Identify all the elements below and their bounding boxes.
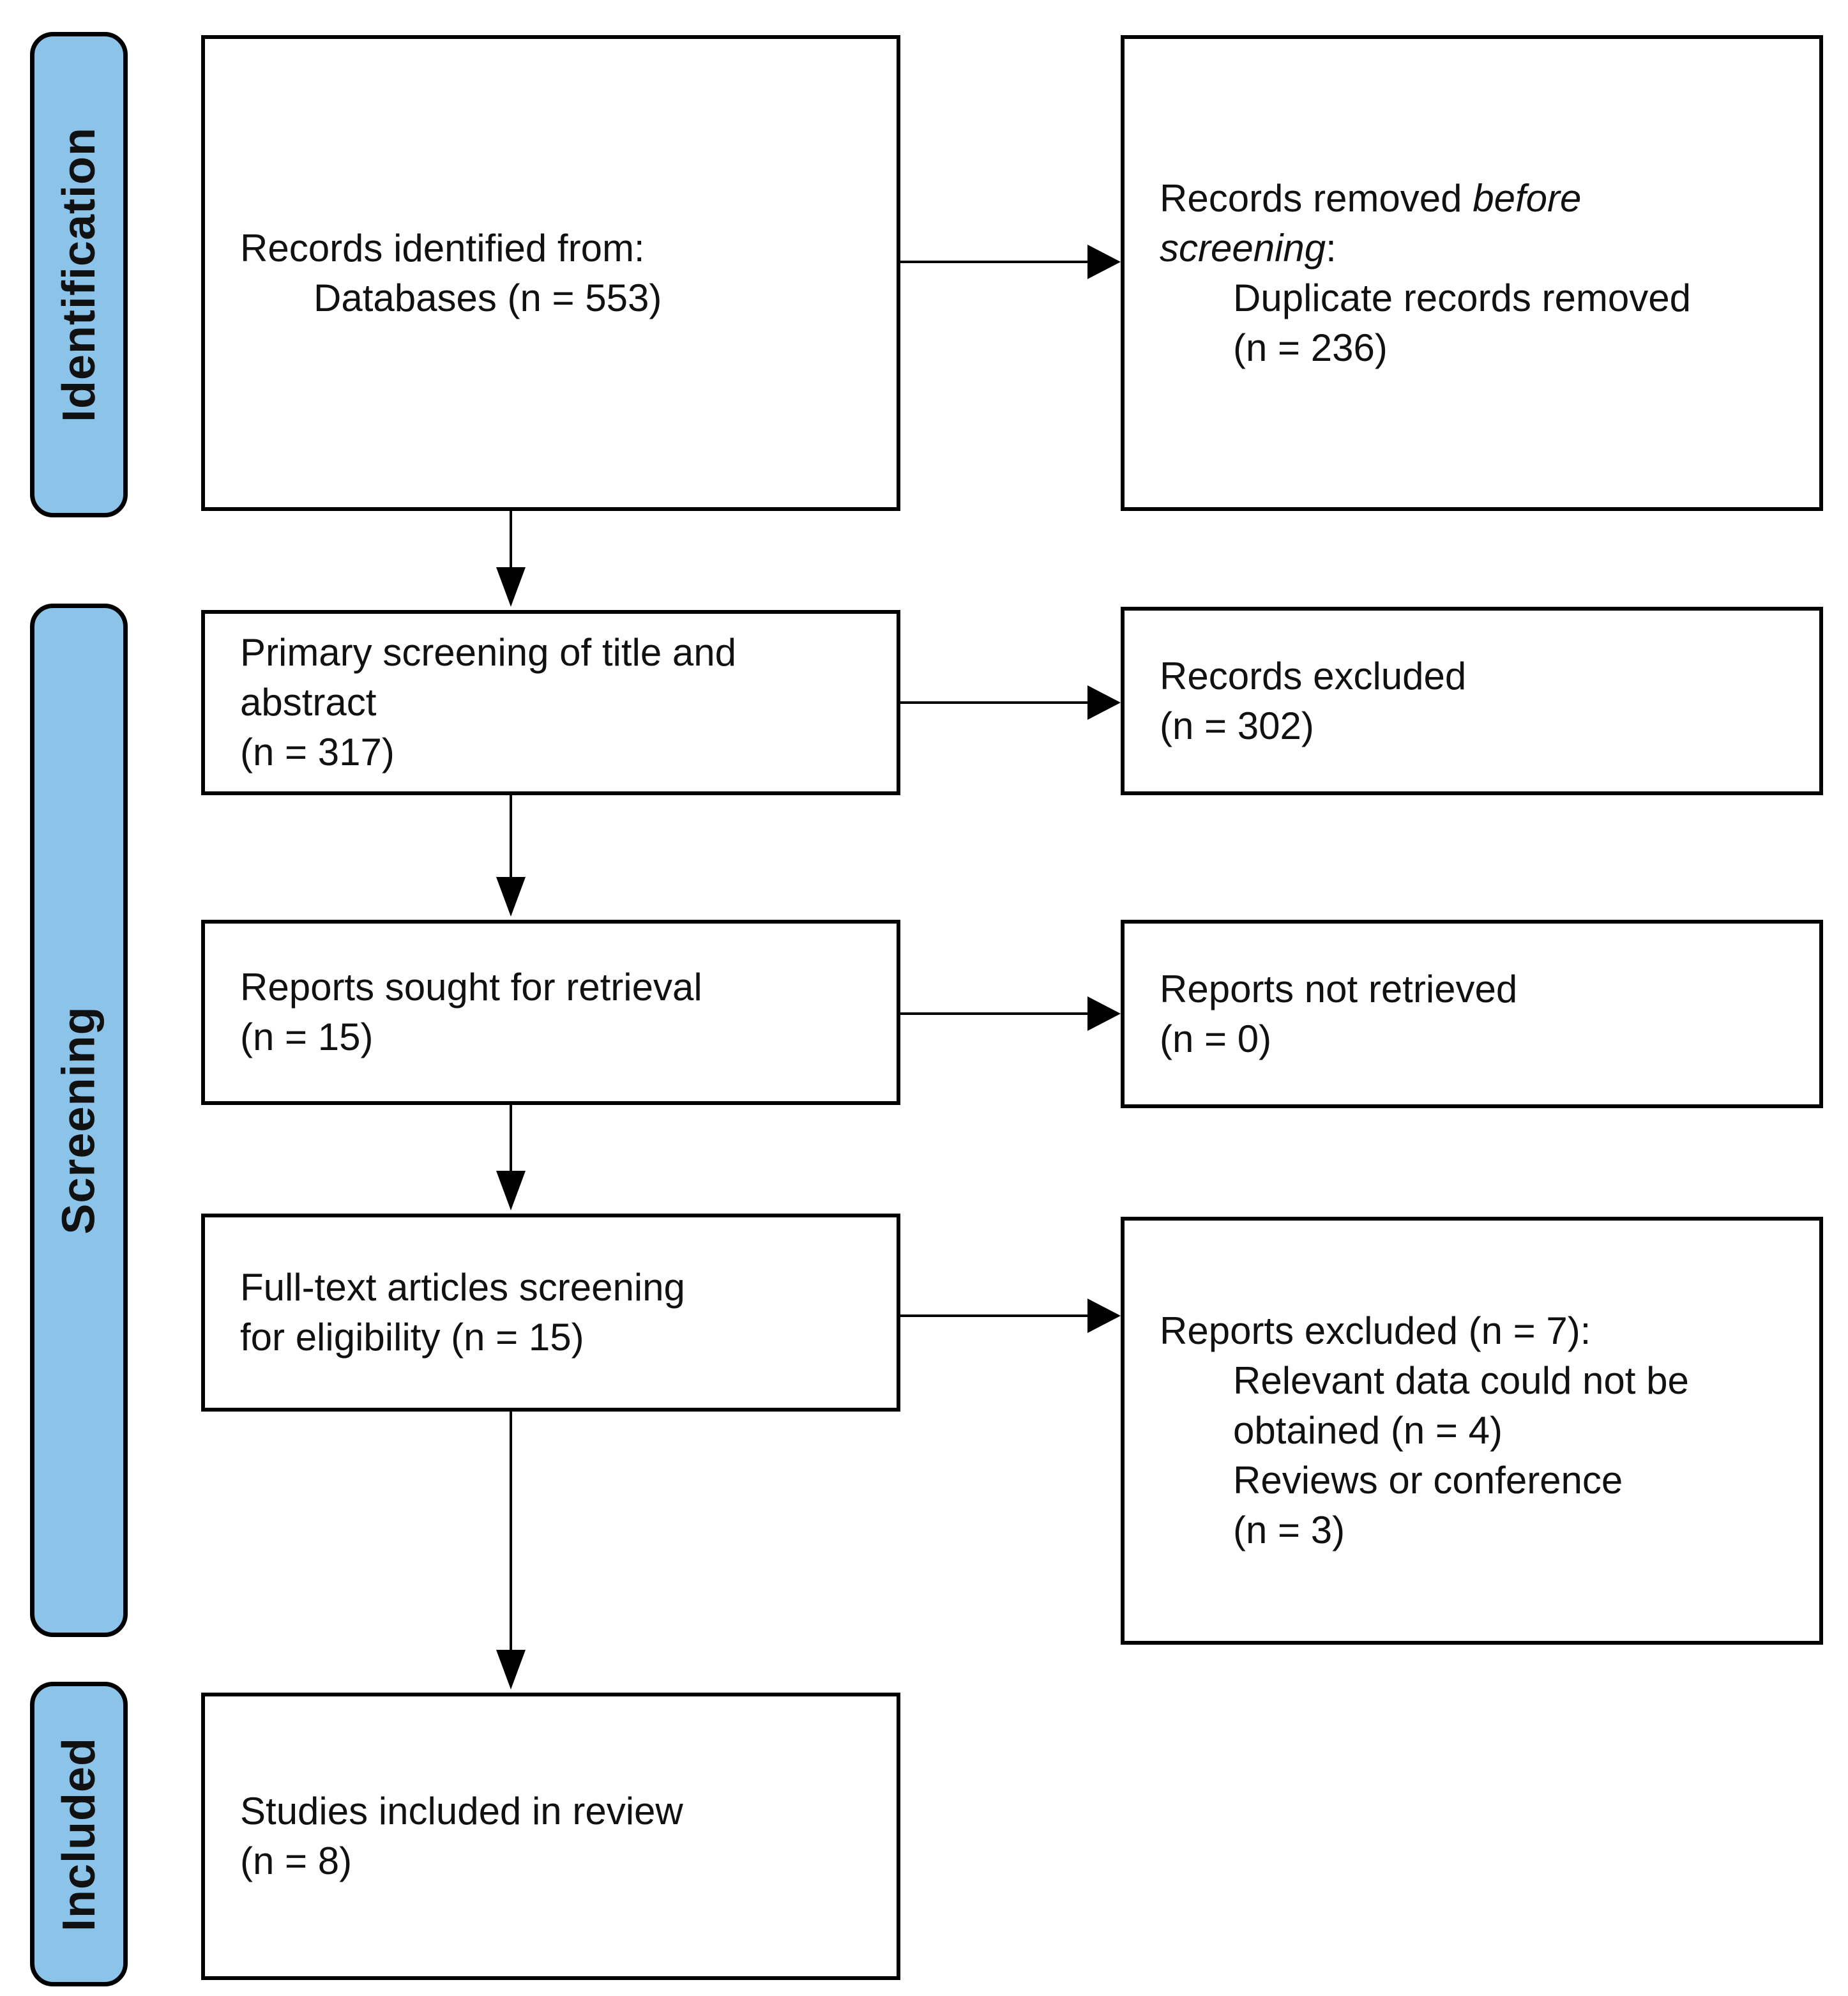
records-removed-line1-italic: before screening xyxy=(1160,176,1582,270)
reports-sought-line2: (n = 15) xyxy=(240,1016,374,1058)
reports-excluded-line2: Relevant data could not be xyxy=(1233,1359,1689,1402)
box-primary-screening: Primary screening of title and abstract … xyxy=(201,610,900,795)
records-identified-line1: Records identified from: xyxy=(240,226,645,270)
arrow-head-right-icon xyxy=(1087,245,1121,279)
arrow-head-down-icon xyxy=(496,567,526,607)
box-records-removed: Records removed before screening: Duplic… xyxy=(1121,35,1823,511)
reports-excluded-line4: Reviews or conference xyxy=(1233,1459,1623,1502)
stage-bar-identification: Identification xyxy=(30,32,128,517)
primary-screening-line2: abstract xyxy=(240,681,377,724)
records-removed-line2: Duplicate records removed xyxy=(1233,276,1691,319)
arrow-head-right-icon xyxy=(1087,685,1121,720)
reports-not-retrieved-line2: (n = 0) xyxy=(1160,1017,1272,1060)
stage-label-screening: Screening xyxy=(53,1006,105,1235)
arrow-line xyxy=(900,701,1087,704)
primary-screening-line1: Primary screening of title and xyxy=(240,631,737,674)
reports-excluded-line3: obtained (n = 4) xyxy=(1233,1409,1503,1452)
reports-not-retrieved-line1: Reports not retrieved xyxy=(1160,967,1518,1010)
reports-excluded-line1: Reports excluded (n = 7): xyxy=(1160,1309,1591,1352)
arrow-line xyxy=(510,1105,512,1173)
arrow-line xyxy=(510,1412,512,1652)
records-excluded-line2: (n = 302) xyxy=(1160,704,1314,747)
reports-excluded-line5: (n = 3) xyxy=(1233,1509,1345,1551)
records-identified-line2: Databases (n = 553) xyxy=(314,276,662,319)
box-records-excluded: Records excluded (n = 302) xyxy=(1121,607,1823,795)
box-fulltext-screening: Full-text articles screening for eligibi… xyxy=(201,1214,900,1412)
reports-sought-line1: Reports sought for retrieval xyxy=(240,966,702,1009)
records-removed-line1: Records removed before screening: xyxy=(1160,174,1594,273)
records-removed-line1-prefix: Records removed xyxy=(1160,176,1473,220)
stage-label-included: Included xyxy=(53,1737,105,1931)
studies-included-line2: (n = 8) xyxy=(240,1840,352,1882)
box-reports-sought: Reports sought for retrieval (n = 15) xyxy=(201,920,900,1105)
arrow-line xyxy=(900,1314,1087,1317)
stage-label-identification: Identification xyxy=(53,127,105,422)
box-studies-included: Studies included in review (n = 8) xyxy=(201,1693,900,1980)
fulltext-screening-line1: Full-text articles screening xyxy=(240,1266,685,1309)
records-removed-line1-suffix: : xyxy=(1326,226,1337,270)
box-reports-not-retrieved: Reports not retrieved (n = 0) xyxy=(1121,920,1823,1108)
arrow-head-right-icon xyxy=(1087,1299,1121,1333)
records-excluded-line1: Records excluded xyxy=(1160,654,1467,697)
arrow-head-down-icon xyxy=(496,877,526,917)
stage-bar-screening: Screening xyxy=(30,604,128,1637)
arrow-line xyxy=(900,1012,1087,1015)
arrow-head-right-icon xyxy=(1087,996,1121,1031)
fulltext-screening-line2: for eligibility (n = 15) xyxy=(240,1316,584,1359)
arrow-line xyxy=(510,511,512,570)
arrow-head-down-icon xyxy=(496,1650,526,1689)
records-removed-line3: (n = 236) xyxy=(1233,326,1388,369)
primary-screening-line3: (n = 317) xyxy=(240,731,395,773)
arrow-line xyxy=(510,795,512,880)
arrow-head-down-icon xyxy=(496,1171,526,1210)
stage-bar-included: Included xyxy=(30,1682,128,1986)
box-records-identified: Records identified from: Databases (n = … xyxy=(201,35,900,511)
box-reports-excluded: Reports excluded (n = 7): Relevant data … xyxy=(1121,1217,1823,1645)
studies-included-line1: Studies included in review xyxy=(240,1790,683,1832)
arrow-line xyxy=(900,261,1087,263)
